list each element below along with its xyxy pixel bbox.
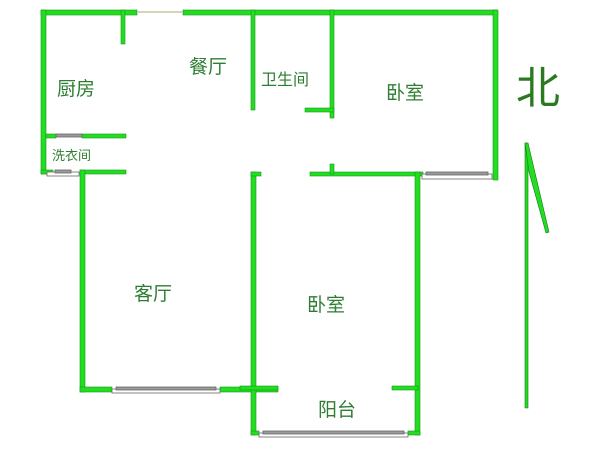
walls xyxy=(40,9,499,436)
wall xyxy=(391,385,419,391)
wall xyxy=(309,171,424,177)
room-label-bedroom-north: 卧室 xyxy=(386,82,425,104)
wall xyxy=(81,133,127,139)
wall xyxy=(414,171,421,436)
wall xyxy=(329,163,335,175)
room-label-living-room: 客厅 xyxy=(134,283,173,305)
window xyxy=(55,133,83,138)
room-label-dining: 餐厅 xyxy=(189,56,228,78)
wall xyxy=(250,9,256,111)
wall xyxy=(329,9,335,119)
compass-north-label: 北 xyxy=(516,63,560,114)
wall xyxy=(45,133,57,139)
wall xyxy=(239,385,279,391)
windows xyxy=(46,133,493,438)
window-pane xyxy=(425,171,489,176)
wall xyxy=(120,9,126,45)
window-pane xyxy=(262,430,405,435)
room-label-balcony: 阳台 xyxy=(318,399,357,421)
window-pane xyxy=(54,169,72,174)
wall xyxy=(40,9,47,175)
room-label-laundry: 洗衣间 xyxy=(52,149,92,164)
wall xyxy=(250,171,262,177)
room-label-bathroom: 卫生间 xyxy=(261,70,310,89)
wall xyxy=(79,169,127,175)
window-pane xyxy=(115,386,217,391)
wall xyxy=(250,430,260,436)
north-arrow-icon xyxy=(524,142,550,409)
room-label-kitchen: 厨房 xyxy=(57,78,96,100)
wall xyxy=(79,386,113,393)
wall xyxy=(250,171,257,436)
wall xyxy=(407,430,421,436)
wall xyxy=(182,9,498,16)
room-label-bedroom-south: 卧室 xyxy=(307,294,346,316)
wall xyxy=(492,9,499,181)
wall xyxy=(304,107,335,113)
wall xyxy=(79,169,86,393)
